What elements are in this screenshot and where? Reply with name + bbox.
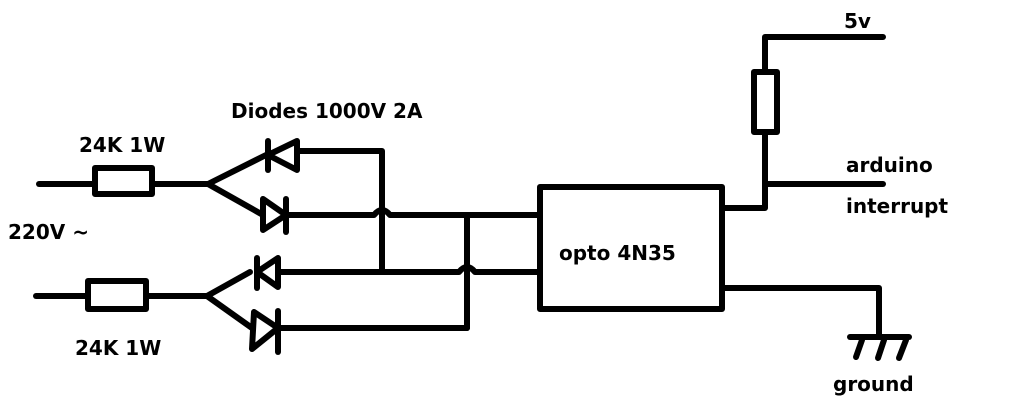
ground-hatch-3	[896, 337, 909, 361]
resistor-bottom	[85, 278, 149, 312]
label-input-voltage: 220V ~	[8, 220, 89, 244]
resistor-pullup	[751, 69, 780, 135]
bottom-input-branch	[33, 269, 255, 331]
split-wire-top-lower	[205, 181, 266, 218]
diode-d1-triangle	[265, 138, 300, 173]
diode-d3	[254, 255, 281, 291]
resistor-top	[92, 165, 155, 197]
label-resistor-top: 24K 1W	[79, 133, 165, 157]
diode-d2-triangle	[260, 196, 289, 233]
wire-d1-to-node-a	[294, 148, 385, 275]
diode-d2	[260, 196, 289, 235]
label-resistor-bottom: 24K 1W	[75, 336, 161, 360]
wire-5v-supply	[762, 34, 886, 75]
bridge-wiring	[275, 148, 543, 331]
wire-d2-to-opto	[283, 207, 543, 218]
split-wire-top-upper	[205, 152, 269, 187]
label-ground: ground	[833, 372, 914, 396]
top-input-branch	[36, 152, 269, 218]
wire-opto-collector	[719, 181, 768, 211]
split-wire-bottom-upper	[204, 269, 253, 299]
label-diodes: Diodes 1000V 2A	[231, 99, 423, 123]
split-wire-bottom-lower	[204, 293, 255, 331]
label-output-line2: interrupt	[846, 194, 949, 218]
wire-d3-to-opto	[275, 264, 543, 275]
diode-d1	[265, 138, 300, 173]
diode-d4-triangle	[249, 309, 281, 352]
label-output-line1: arduino	[846, 153, 933, 177]
ground-icon	[847, 334, 912, 361]
ground-hatch-1	[853, 337, 865, 360]
label-optocoupler: opto 4N35	[559, 241, 676, 265]
label-supply: 5v	[844, 9, 871, 33]
output-side	[719, 34, 886, 340]
ground-hatch-2	[875, 337, 887, 361]
wire-opto-emitter-to-ground	[719, 285, 882, 340]
diode-d4	[249, 308, 281, 355]
optocoupler-box	[537, 184, 725, 312]
diode-d3-triangle	[254, 255, 281, 290]
